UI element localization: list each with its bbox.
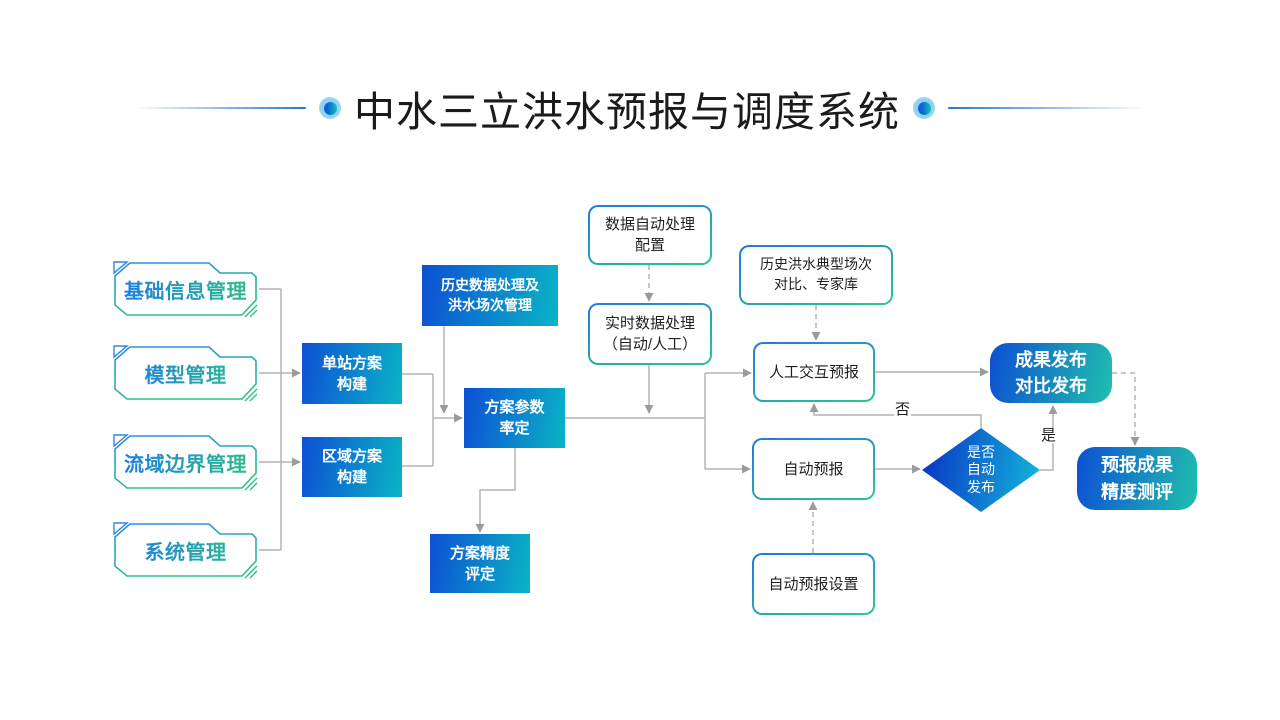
node-auto-processing-config: 数据自动处理 配置 <box>588 205 712 265</box>
node-text: 方案精度 <box>449 544 510 562</box>
node-text: 人工交互预报 <box>768 363 859 381</box>
node-param-calibration: 方案参数 率定 <box>464 388 565 448</box>
tech-frame-icon <box>113 522 258 579</box>
node-text: 构建 <box>336 375 367 393</box>
node-regional-plan: 区域方案 构建 <box>302 437 402 497</box>
node-typical-flood-library: 历史洪水典型场次 对比、专家库 <box>739 245 893 305</box>
node-text: 方案参数 <box>484 399 545 416</box>
node-auto-forecast: 自动预报 <box>752 438 875 500</box>
node-text: 历史数据处理及 <box>441 276 539 293</box>
node-realtime-processing: 实时数据处理 （自动/人工） <box>588 303 712 365</box>
node-text: 单站方案 <box>321 354 382 372</box>
node-text: 自动 <box>967 461 995 478</box>
menu-item-basic-info: 基础信息管理 <box>112 260 259 318</box>
title-dot-left-icon <box>319 97 341 119</box>
title-row: 中水三立洪水预报与调度系统 <box>0 80 1280 136</box>
node-text: 成果发布 <box>1015 349 1087 370</box>
menu-item-watershed-boundary: 流域边界管理 <box>112 433 259 491</box>
menu-item-system-mgmt: 系统管理 <box>112 521 259 579</box>
node-text: （自动/人工） <box>602 336 698 353</box>
title-line-right <box>948 107 1148 109</box>
node-historical-data: 历史数据处理及 洪水场次管理 <box>422 265 558 326</box>
node-forecast-accuracy-test: 预报成果 精度测评 <box>1077 447 1197 510</box>
node-text: 自动预报 <box>783 460 844 478</box>
menu-label: 模型管理 <box>112 344 259 402</box>
node-auto-forecast-settings: 自动预报设置 <box>752 553 875 615</box>
node-text: 精度测评 <box>1101 481 1173 502</box>
node-text: 对比发布 <box>1015 376 1087 396</box>
node-single-station-plan: 单站方案 构建 <box>302 343 402 404</box>
menu-label: 系统管理 <box>112 521 259 579</box>
node-result-publish: 成果发布 对比发布 <box>990 343 1112 403</box>
node-text: 预报成果 <box>1101 455 1173 476</box>
node-text: 发布 <box>967 478 995 495</box>
menu-label: 基础信息管理 <box>112 260 259 318</box>
node-text: 对比、专家库 <box>774 276 858 292</box>
node-text: 率定 <box>499 420 530 437</box>
node-text: 数据自动处理 <box>604 216 695 233</box>
node-text: 区域方案 <box>321 448 382 465</box>
node-text: 是否 <box>967 443 995 460</box>
node-text: 构建 <box>336 469 367 486</box>
edge-label-no: 否 <box>894 401 912 418</box>
node-accuracy-evaluation: 方案精度 评定 <box>430 534 530 593</box>
tech-frame-icon <box>113 345 258 402</box>
node-text: 评定 <box>464 565 495 583</box>
menu-label: 流域边界管理 <box>112 433 259 491</box>
node-text: 历史洪水典型场次 <box>760 256 872 273</box>
dashed-connectors <box>644 265 1140 553</box>
edge-label-yes: 是 <box>1040 427 1058 444</box>
menu-item-model-mgmt: 模型管理 <box>112 344 259 402</box>
node-interactive-forecast: 人工交互预报 <box>753 342 875 402</box>
node-text: 配置 <box>634 237 665 254</box>
node-text: 实时数据处理 <box>604 315 695 332</box>
title-dot-right-icon <box>913 97 935 119</box>
page-title: 中水三立洪水预报与调度系统 <box>354 89 900 135</box>
tech-frame-icon <box>113 261 258 318</box>
solid-connectors <box>259 288 1058 551</box>
node-text: 洪水场次管理 <box>448 296 532 313</box>
tech-frame-icon <box>113 434 258 491</box>
title-line-left <box>132 107 306 109</box>
node-text: 自动预报设置 <box>768 575 859 593</box>
